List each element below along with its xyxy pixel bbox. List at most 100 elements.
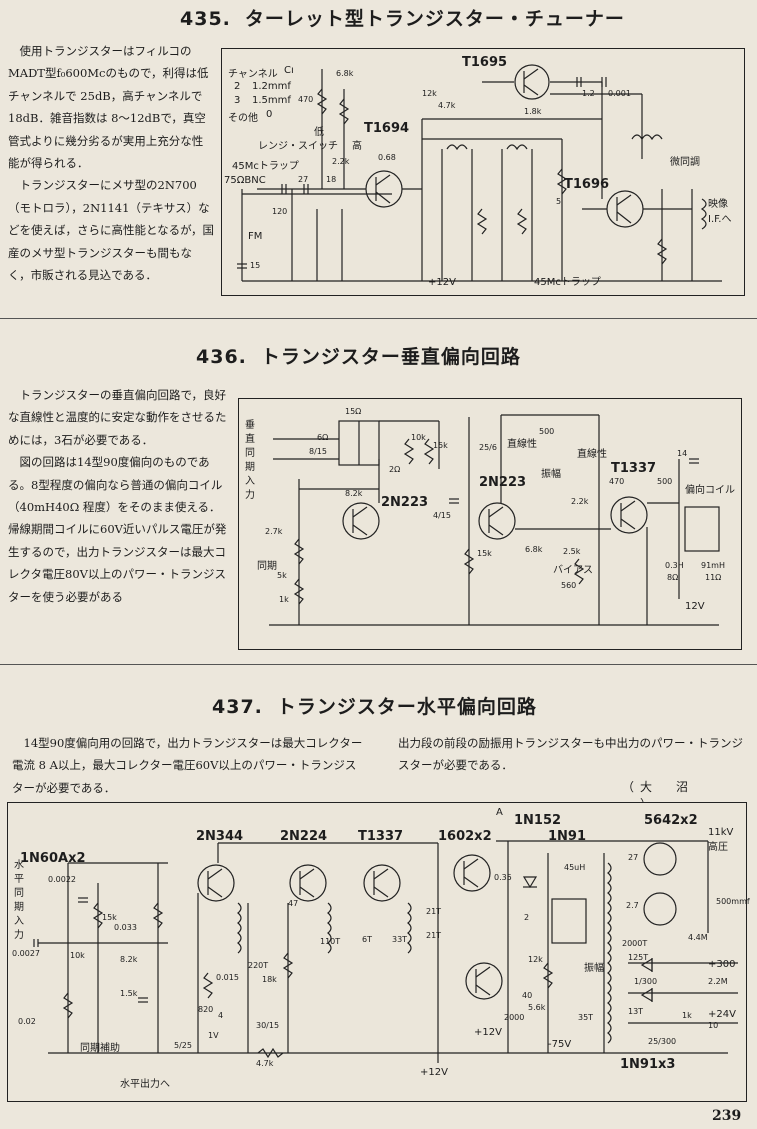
t33-label: 33T [392,935,408,944]
section-436-body: トランジスターの垂直偏向回路で，良好な直線性と温度的に安定な動作をさせるためには… [8,384,232,608]
hv-label: 11kV 高圧 [708,827,734,853]
high-label: 高 [352,141,362,152]
r22k-label: 2.2k [332,157,350,166]
1n91x3-label: 1N91x3 [620,1057,676,1072]
r15ohm-label: 15Ω [345,407,362,416]
amplitude-label: 振幅 [584,963,604,974]
c2-label: 2 [524,913,530,922]
r82k-label: 8.2k [120,955,138,964]
tuner-schematic: チャンネル Cı 2 1.2mmf 3 1.5mmf その他 0 T1695 T… [221,48,745,296]
r68k-label: 6.8k [336,69,354,78]
coil-spec-2: 8Ω [667,573,679,582]
channel-label: チャンネル [228,69,278,80]
c27-label: 27 [298,175,309,184]
c10-label: 10 [708,1021,719,1030]
c0027-label: 0.0027 [12,949,40,958]
c3015-label: 30/15 [256,1021,280,1030]
r47k-label: 4.7k [438,101,456,110]
fine-tune-label: 微同調 [670,157,700,168]
r12k-label: 12k [422,89,437,98]
plus12v-label: +12V [428,277,456,288]
t1337-label: T1337 [358,829,404,844]
coil-spec-3: 91mH [701,561,725,570]
r25k-label: 2.5k [563,547,581,556]
t35-label: 35T [578,1013,594,1022]
r15k-label: 15k [433,441,448,450]
r68k-label: 6.8k [525,545,543,554]
a-label: A [496,807,503,818]
other-label: その他 [228,113,258,124]
1n60a-label: 1N60Ax2 [20,851,86,866]
t125-label: 125T [628,953,649,962]
section-436-heading: トランジスター垂直偏向回路 [260,346,521,368]
vertical-deflection-lines [269,414,720,626]
2n223b-label: 2N223 [479,475,527,490]
r10k-label: 10k [70,951,85,960]
c5-label: 5 [556,197,562,206]
1602-label: 1602x2 [438,829,492,844]
t2000-label: 2000T [622,939,648,948]
vsync-input-label: 垂直同期入力 [245,420,255,501]
amplitude-label: 振幅 [541,469,561,480]
12v-label: 12V [685,601,705,612]
1n152-label: 1N152 [514,813,562,828]
c27b-label: 2.7 [626,901,639,910]
1n91-label: 1N91 [548,829,587,844]
c1300-label: 1/300 [634,977,658,986]
c002-label: 0.02 [18,1017,36,1026]
page-number: 239 [712,1108,742,1124]
r27k-label: 2.7k [265,527,283,536]
r12k-label: 12k [528,955,543,964]
fm-label: FM [248,231,263,242]
r4-label: 4 [218,1011,224,1020]
r22k-label: 2.2k [571,497,589,506]
plus24v-label: +24V [708,1009,736,1020]
coil-spec-4: 11Ω [705,573,722,582]
t21b-label: 21T [426,931,442,940]
c14-label: 14 [677,449,688,458]
tuner-schematic-lines [237,64,722,282]
c45uh-label: 45uH [564,863,586,872]
5642-label: 5642x2 [644,813,698,828]
c18-label: 18 [326,175,337,184]
t1694-label: T1694 [364,121,410,136]
2n344-label: 2N344 [196,829,244,844]
r2ohm-label: 2Ω [389,465,401,474]
c0001-label: 0.001 [608,89,631,98]
t110-label: 110T [320,937,341,946]
section-436-para-1: トランジスターの垂直偏向回路で，良好な直線性と温度的に安定な動作をさせるためには… [8,388,227,447]
c525-label: 5/25 [174,1041,192,1050]
horizontal-deflection-lines [33,840,738,1063]
trap45-label: 45Mcトラップ [232,161,299,172]
plus12v-a-label: +12V [420,1067,448,1078]
t13-label: 13T [628,1007,644,1016]
section-435-title: 435.ターレット型トランジスター・チューナー [180,4,625,31]
c035-label: 0.35 [494,873,512,882]
linearity2-label: 直線性 [577,449,607,460]
r15kb-label: 1.5k [120,989,138,998]
plus12v-b-label: +12V [474,1027,502,1038]
ch3-value: 1.5mmf [252,95,291,106]
c12-label: 1.2 [582,89,595,98]
r44m-label: 4.4M [688,933,708,942]
r1k-label: 1k [279,595,289,604]
r560-label: 560 [561,581,577,590]
c25300-label: 25/300 [648,1037,677,1046]
section-437-number: 437. [212,696,263,718]
horizontal-deflection-schematic: 1N60Ax2 2N344 2N224 T1337 1602x2 1N152 1… [7,802,750,1102]
deflect-coil-label: 偏向コイル [685,485,735,496]
c40-label: 40 [522,991,533,1000]
sync-assist-label: 同期補助 [80,1043,120,1054]
section-437-body-left: 14型90度偏向用の回路で，出力トランジスターは最大コレクター電流 8 A以上，… [12,732,364,799]
r5k-label: 5k [277,571,287,580]
other-value: 0 [266,109,273,120]
r22m-label: 2.2M [708,977,728,986]
c256-label: 25/6 [479,443,497,452]
c2000-label: 2000 [504,1013,525,1022]
vertical-deflection-schematic: 垂直同期入力 2N223 2N223 T1337 同期 直線性 直線性 振幅 バ… [238,398,742,650]
r1v-label: 1V [208,1031,219,1040]
c15-label: 15 [250,261,261,270]
r820-label: 820 [198,1005,214,1014]
section-437-body-right: 出力段の前段の励振用トランジスターも中出力のパワー・トランジスターが必要である． [398,732,744,777]
r82k-label: 8.2k [345,489,363,498]
